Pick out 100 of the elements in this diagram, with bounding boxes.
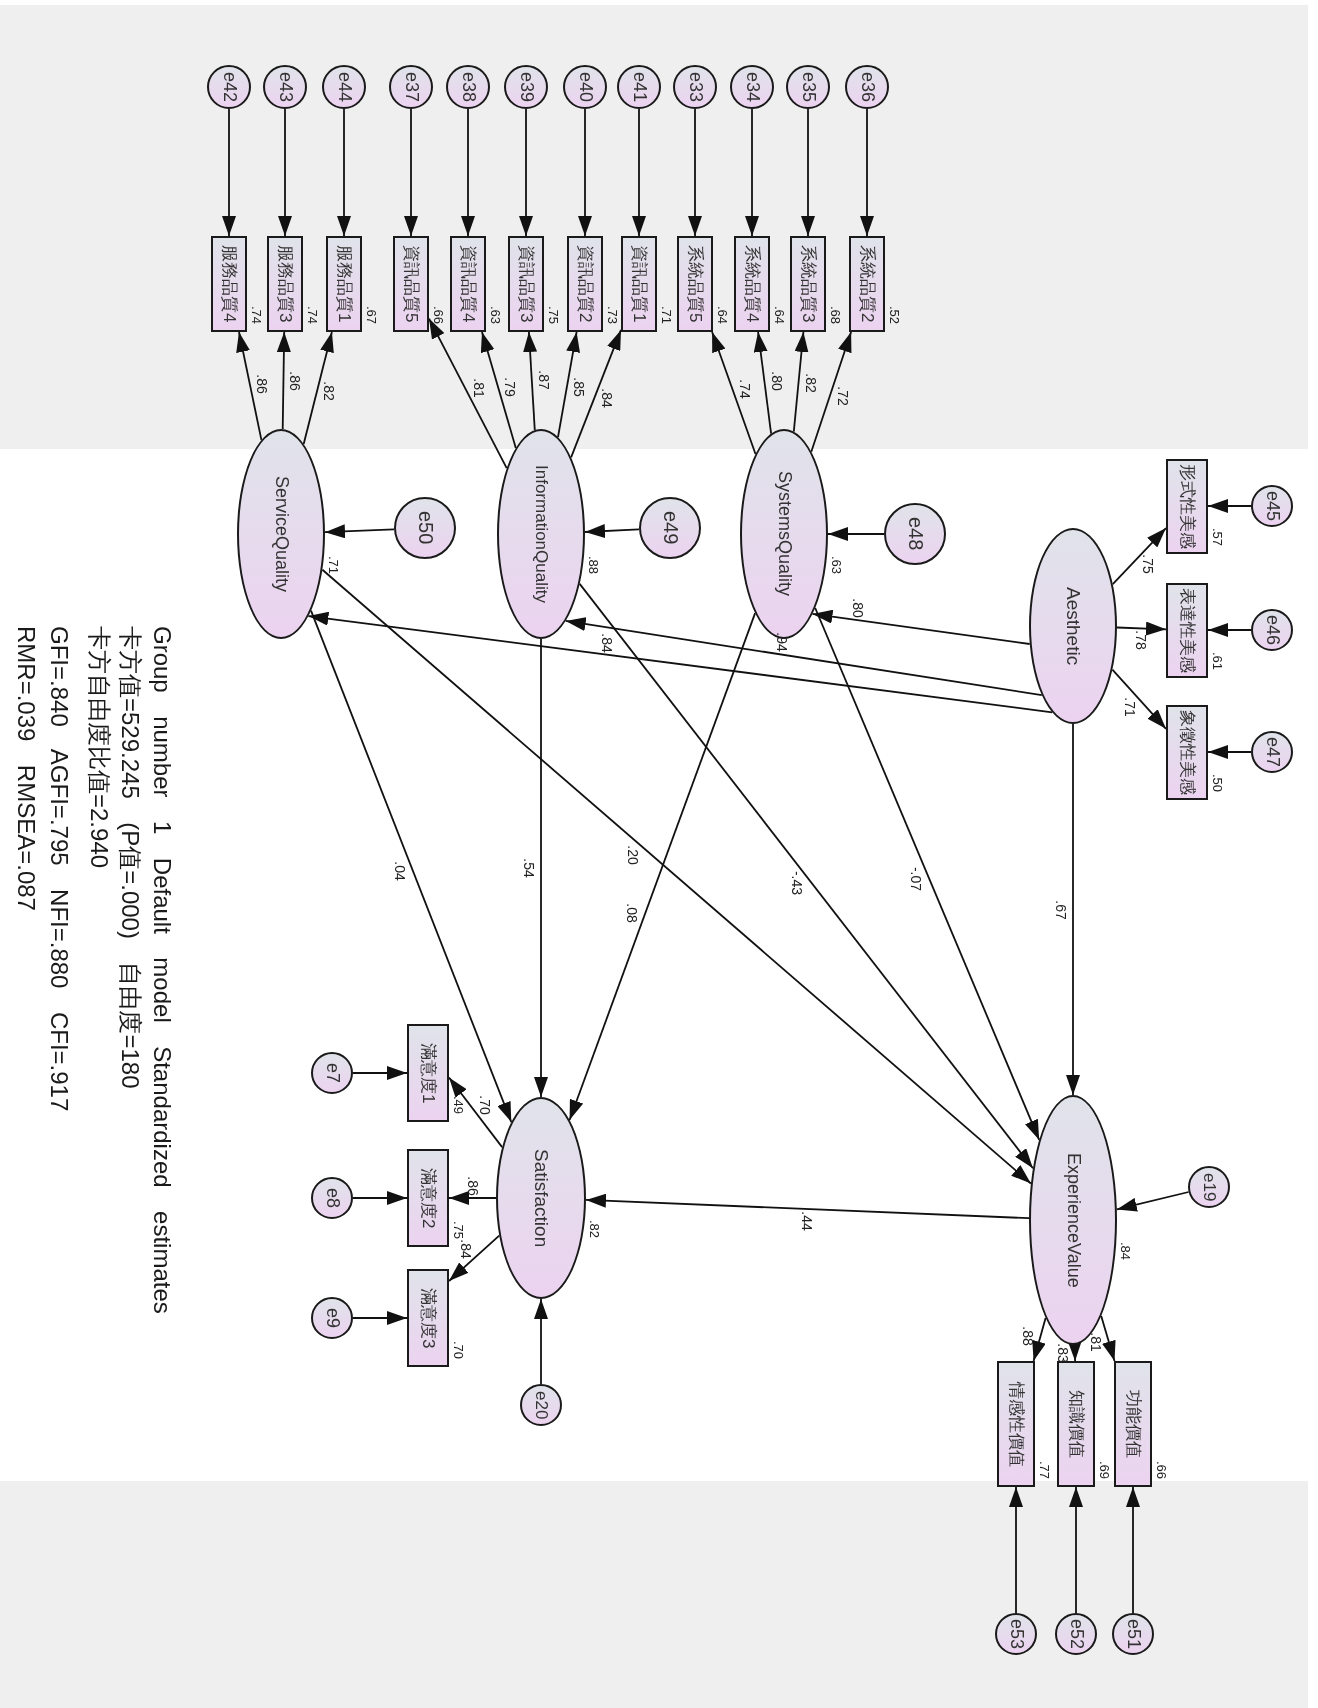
arrow: [792, 331, 809, 433]
edge-label: .71: [1122, 697, 1139, 717]
arrow: [1100, 1315, 1116, 1362]
arrow: [1069, 1486, 1083, 1614]
arrow: [534, 1298, 548, 1385]
observed-box: 服務品質4: [211, 236, 247, 332]
arrow: [337, 108, 351, 237]
estimate-label: .84: [1118, 1242, 1134, 1261]
estimate-label: .75: [546, 306, 561, 325]
observed-box: 形式性美感: [1166, 458, 1208, 554]
edge-label: .81: [470, 378, 487, 398]
arrow: [814, 607, 1041, 1141]
edge-label: .44: [799, 1211, 815, 1231]
arrow: [1111, 527, 1167, 585]
edge-label: .86: [253, 373, 270, 394]
edge-label: .78: [1133, 630, 1150, 651]
edge-label: .83: [1054, 1343, 1071, 1363]
arrow: [310, 609, 513, 1123]
error-circle: e48: [884, 503, 946, 565]
edge-label: .79: [502, 376, 519, 397]
arrow: [811, 609, 1031, 645]
estimate-label: .69: [1097, 1461, 1112, 1480]
arrow: [860, 108, 874, 237]
observed-box: 系統品質4: [734, 236, 770, 332]
edge-label: -.43: [788, 871, 805, 896]
observed-box: 系統品質3: [790, 236, 826, 332]
estimate-label: .73: [605, 306, 620, 325]
observed-box: 功能價值: [1114, 1361, 1152, 1487]
estimate-label: .74: [305, 306, 320, 325]
estimate-label: .64: [772, 306, 787, 325]
arrow: [632, 108, 646, 237]
edge-label: .04: [392, 861, 408, 881]
edge-label: .54: [521, 858, 537, 878]
error-circle: e45: [1251, 485, 1293, 527]
edge-label: .72: [834, 385, 851, 406]
arrow: [1126, 1486, 1140, 1614]
arrow: [557, 331, 580, 439]
observed-box: 系統品質5: [677, 236, 713, 332]
observed-box: 資訊品質2: [567, 236, 603, 332]
error-circle: e46: [1251, 609, 1293, 651]
arrow: [276, 331, 291, 430]
observed-box: 資訊品質5: [393, 236, 429, 332]
edge-label: .86: [464, 1176, 481, 1196]
arrow: [352, 1066, 408, 1080]
error-circle: e7: [311, 1052, 353, 1094]
estimate-label: .64: [715, 306, 730, 325]
estimate-label: .75: [451, 1221, 466, 1240]
estimate-label: .49: [451, 1096, 466, 1115]
edge-label: .81: [1088, 1332, 1105, 1352]
arrow: [711, 331, 757, 455]
estimate-label: .52: [887, 306, 902, 325]
arrow: [324, 524, 395, 539]
error-circle: e19: [1188, 1166, 1230, 1208]
edge-label: .87: [535, 370, 552, 391]
observed-box: 服務品質3: [267, 236, 303, 332]
arrow: [321, 568, 1032, 1185]
estimate-label: .71: [326, 556, 342, 575]
observed-box: 情感性價值: [997, 1361, 1035, 1487]
observed-box: 表達性美感: [1166, 582, 1208, 678]
latent-ellipse: Satisfaction: [496, 1097, 586, 1299]
arrow: [801, 108, 815, 237]
observed-box: 滿意度2: [407, 1149, 449, 1247]
arrow: [753, 331, 772, 435]
observed-box: 滿意度3: [407, 1269, 449, 1367]
arrow: [1009, 1486, 1023, 1614]
edge-label: .80: [849, 598, 866, 618]
arrow: [352, 1311, 408, 1325]
arrow: [570, 329, 622, 459]
arrow: [810, 331, 852, 453]
estimate-label: .63: [829, 556, 845, 575]
latent-ellipse: Aesthetic: [1029, 528, 1117, 724]
arrow: [428, 317, 508, 469]
arrow: [307, 611, 1054, 714]
error-circle: e20: [520, 1384, 562, 1426]
arrow: [688, 108, 702, 237]
observed-box: 滿意度1: [407, 1024, 449, 1122]
edge-label: -.07: [908, 866, 925, 891]
fit-statistics-text: 卡方值=529.245 (P值=.000) 自由度=180: [116, 626, 145, 1089]
observed-box: 象徵性美感: [1166, 704, 1208, 800]
edge-label: .08: [624, 903, 641, 923]
arrow: [578, 108, 592, 237]
observed-box: 資訊品質1: [621, 236, 657, 332]
estimate-label: .70: [451, 1341, 466, 1360]
edge-label: .82: [802, 373, 819, 393]
arrow: [1115, 1191, 1190, 1212]
error-circle: e9: [311, 1297, 353, 1339]
estimate-label: .77: [1037, 1461, 1052, 1480]
arrow: [404, 108, 418, 237]
arrow: [564, 617, 1043, 696]
arrow: [302, 331, 334, 445]
arrow: [1066, 723, 1080, 1096]
error-circle: e50: [394, 497, 456, 559]
arrow: [236, 331, 263, 441]
arrow: [278, 108, 292, 237]
latent-ellipse: ServiceQuality: [237, 429, 325, 639]
arrow: [519, 108, 533, 237]
edge-label: .75: [1140, 554, 1157, 575]
observed-box: 系統品質2: [849, 236, 885, 332]
arrow: [585, 1193, 1030, 1220]
edge-label: .82: [321, 381, 338, 401]
